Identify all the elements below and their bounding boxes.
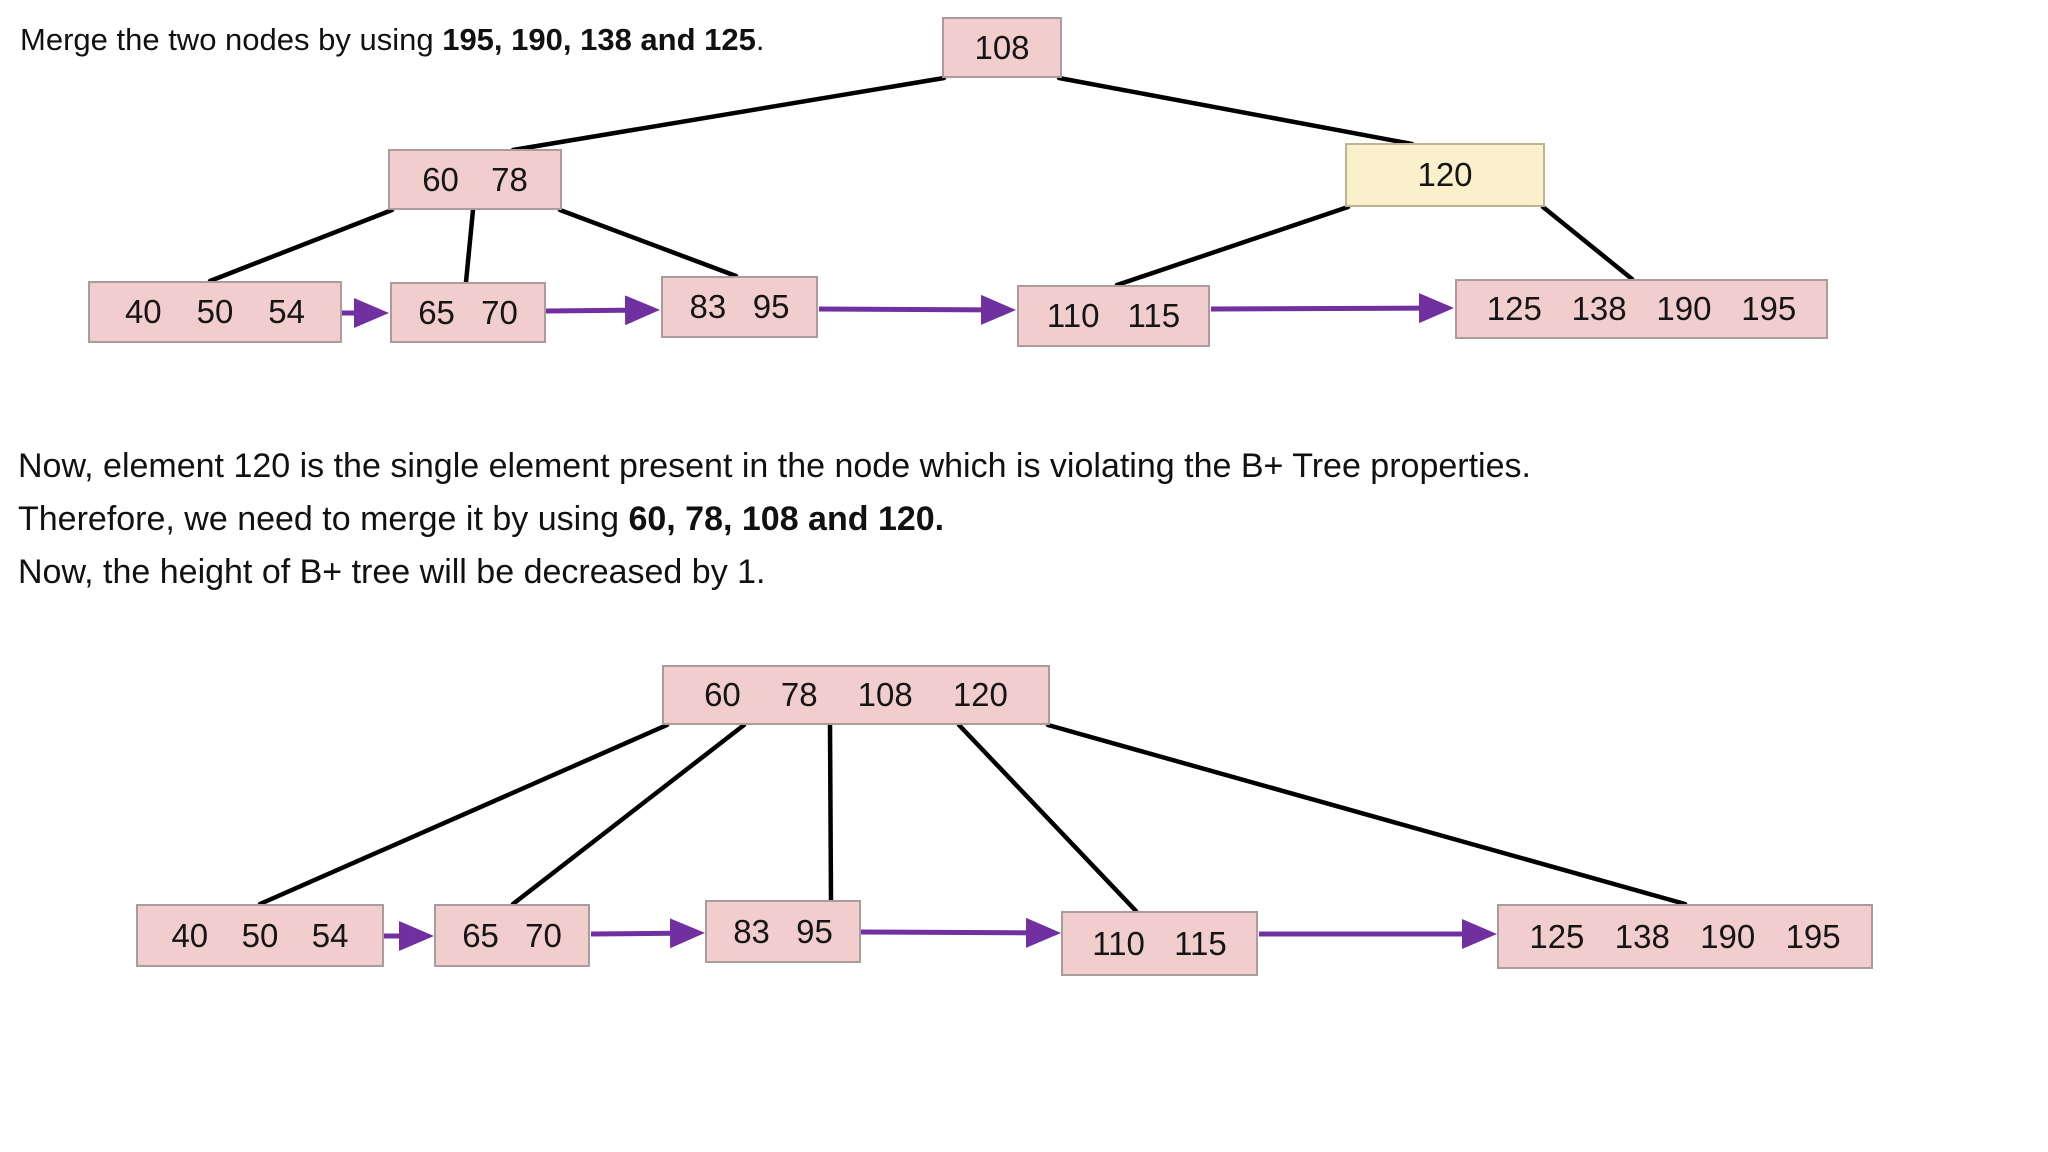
tree1-leaf-83-95: 83 95 bbox=[661, 276, 818, 338]
top-caption-bold: 195, 190, 138 and 125 bbox=[442, 22, 756, 57]
paragraph-line-2-bold: 60, 78, 108 and 120. bbox=[628, 500, 945, 538]
top-caption-suffix: . bbox=[755, 22, 765, 57]
tree2-leaf-65-70: 65 70 bbox=[434, 904, 590, 967]
node-key: 83 bbox=[733, 912, 770, 950]
tree2-leaf-40-50-54: 40 50 54 bbox=[136, 904, 384, 967]
node-key: 110 bbox=[1092, 924, 1145, 962]
node-key: 108 bbox=[974, 28, 1030, 66]
node-key: 54 bbox=[268, 293, 306, 330]
tree1-leaf-110-115: 110 115 bbox=[1017, 285, 1210, 347]
edge-6078-to-leaf3 bbox=[557, 207, 739, 279]
node-key: 190 bbox=[1700, 917, 1756, 955]
edge-120-to-leaf5 bbox=[1540, 204, 1635, 282]
node-key: 70 bbox=[525, 916, 562, 954]
edge-root2-to-leaf4 bbox=[956, 722, 1139, 914]
node-key: 65 bbox=[418, 293, 455, 331]
tree1-highlighted-node-120: 120 bbox=[1345, 143, 1545, 207]
tree2-root-node-60-78-108-120: 60 78 108 120 bbox=[662, 665, 1050, 725]
arrow-leaf3-leaf4 bbox=[818, 294, 1016, 325]
node-key: 54 bbox=[311, 916, 349, 954]
edge-root2-to-leaf1 bbox=[257, 722, 670, 907]
node-key: 95 bbox=[796, 912, 833, 950]
paragraph-line-2: Therefore, we need to merge it by using … bbox=[18, 493, 1531, 546]
tree2-leaf-125-138-190-195: 125 138 190 195 bbox=[1497, 904, 1873, 969]
node-key: 40 bbox=[171, 916, 209, 954]
tree1-leaf-65-70: 65 70 bbox=[390, 282, 546, 343]
node-key: 190 bbox=[1656, 290, 1712, 327]
explanation-paragraph: Now, element 120 is the single element p… bbox=[18, 440, 1531, 599]
tree1-root-node-108: 108 bbox=[942, 17, 1062, 78]
node-key: 60 bbox=[422, 160, 459, 198]
arrow-leaf2-leaf3 bbox=[545, 295, 660, 326]
node-key: 125 bbox=[1486, 290, 1542, 327]
node-key: 138 bbox=[1614, 917, 1670, 955]
arrow2-leaf2-leaf3 bbox=[590, 918, 705, 949]
node-key: 50 bbox=[196, 293, 234, 330]
node-key: 115 bbox=[1174, 924, 1227, 962]
paragraph-line-2-normal: Therefore, we need to merge it by using bbox=[18, 500, 629, 538]
node-key: 120 bbox=[1417, 156, 1473, 193]
arrow2-leaf3-leaf4 bbox=[860, 917, 1061, 948]
tree1-leaf-40-50-54: 40 50 54 bbox=[88, 281, 342, 343]
node-key: 70 bbox=[481, 293, 518, 331]
edge-root2-to-leaf5 bbox=[1045, 722, 1688, 907]
node-key: 78 bbox=[780, 676, 818, 713]
node-key: 195 bbox=[1785, 917, 1841, 955]
edge-6078-to-leaf1 bbox=[207, 207, 395, 284]
edge-120-to-leaf4 bbox=[1114, 204, 1351, 288]
node-key: 125 bbox=[1529, 917, 1585, 955]
node-key: 108 bbox=[857, 676, 913, 713]
node-key: 110 bbox=[1046, 297, 1100, 334]
edge-6078-to-leaf2 bbox=[463, 207, 476, 285]
node-key: 195 bbox=[1741, 290, 1797, 327]
tree1-internal-node-60-78: 60 78 bbox=[388, 149, 562, 210]
node-key: 50 bbox=[241, 916, 279, 954]
node-key: 83 bbox=[689, 288, 727, 325]
paragraph-line-1: Now, element 120 is the single element p… bbox=[18, 447, 1531, 485]
edge-root2-to-leaf2 bbox=[510, 722, 747, 907]
top-caption-normal: Merge the two nodes by using bbox=[20, 22, 443, 57]
node-key: 115 bbox=[1127, 297, 1181, 334]
top-caption: Merge the two nodes by using 195, 190, 1… bbox=[20, 22, 765, 58]
node-key: 60 bbox=[704, 676, 741, 713]
node-key: 78 bbox=[491, 160, 528, 198]
paragraph-line-3: Now, the height of B+ tree will be decre… bbox=[18, 553, 766, 591]
tree2-leaf-110-115: 110 115 bbox=[1061, 911, 1258, 976]
arrow-leaf4-leaf5 bbox=[1210, 293, 1454, 324]
edge-root-to-120 bbox=[1056, 75, 1415, 147]
edge-root-to-6078 bbox=[510, 75, 947, 153]
node-key: 40 bbox=[124, 293, 162, 330]
node-key: 120 bbox=[952, 676, 1008, 713]
tree2-leaf-83-95: 83 95 bbox=[705, 900, 861, 963]
tree1-leaf-125-138-190-195: 125 138 190 195 bbox=[1455, 279, 1828, 339]
edge-root2-to-leaf3 bbox=[827, 722, 834, 903]
node-key: 138 bbox=[1571, 290, 1627, 327]
node-key: 65 bbox=[462, 916, 499, 954]
node-key: 95 bbox=[752, 288, 790, 325]
